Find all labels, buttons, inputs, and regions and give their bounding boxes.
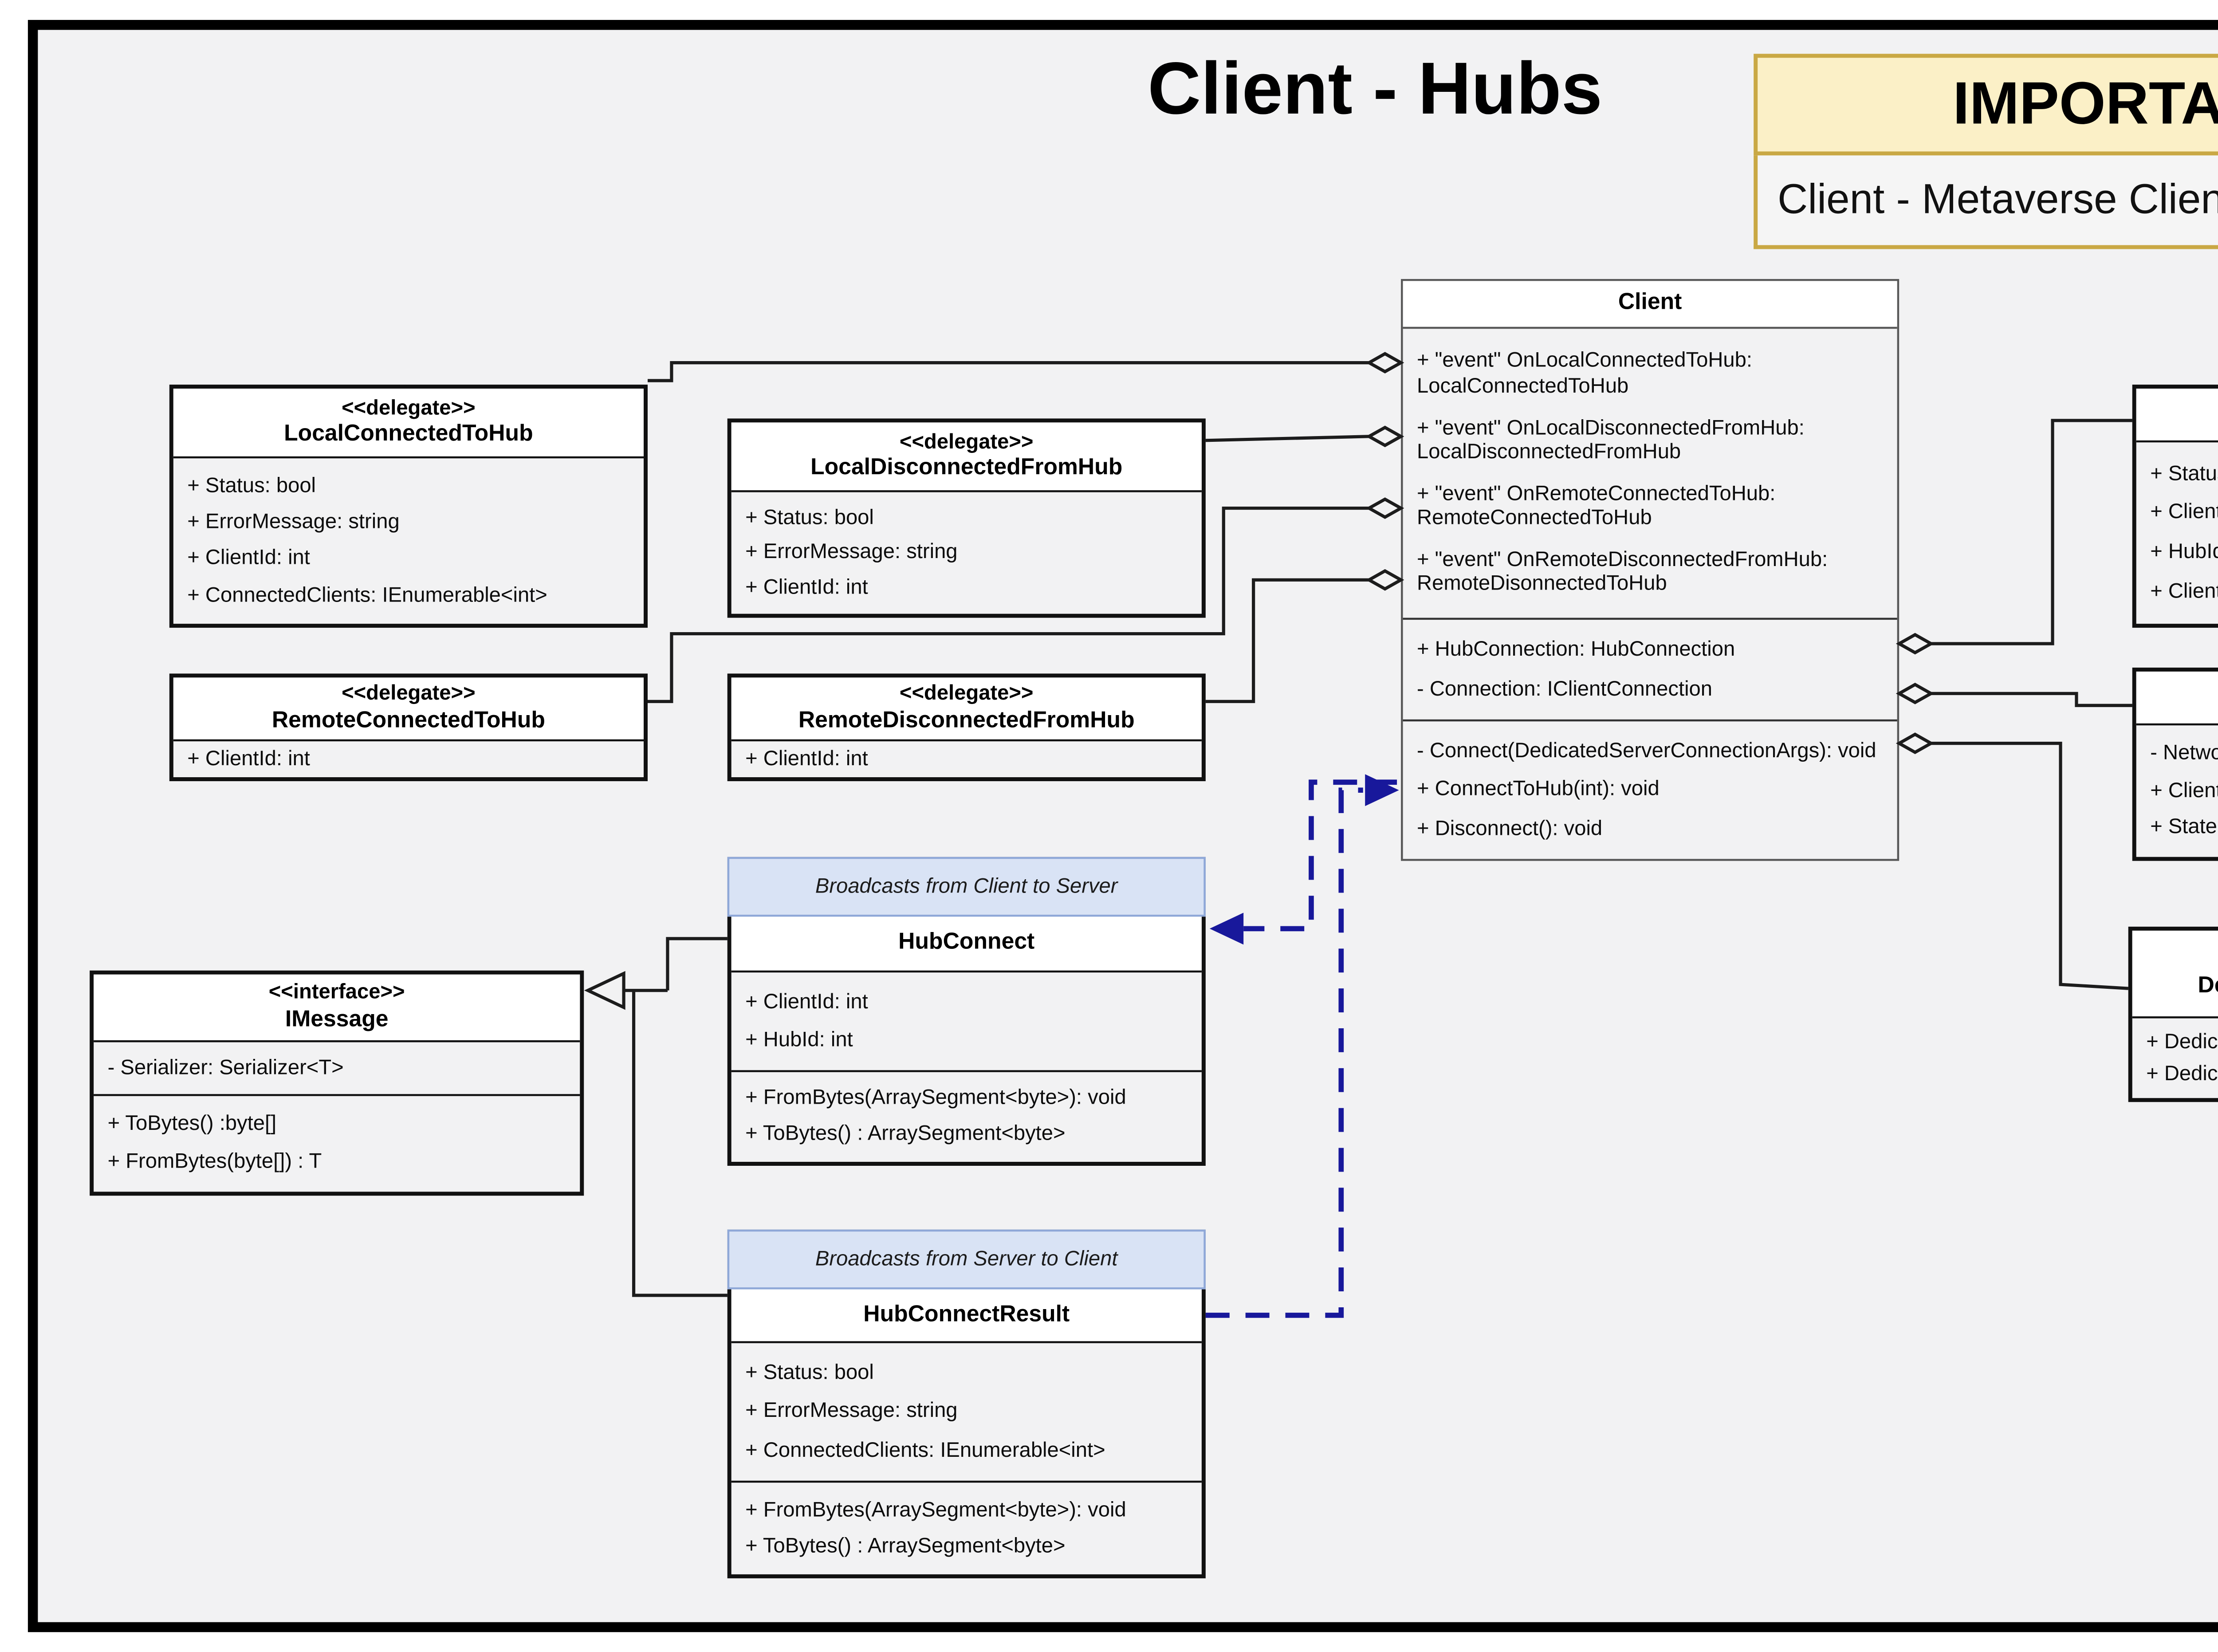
important-note-title: IMPORTANT bbox=[1754, 54, 2218, 156]
class-stereotype: <<delegate>> bbox=[342, 681, 476, 706]
class-methods: + FromBytes(ArraySegment<byte>): void + T… bbox=[731, 1483, 1202, 1574]
interface-fields: - Serializer: Serializer<T> bbox=[94, 1042, 580, 1096]
class-title: RemoteDisconnectedFromHub bbox=[798, 709, 1135, 733]
class-header: <<interface>> IMessage bbox=[94, 974, 580, 1042]
broadcast-banner: Broadcasts from Client to Server bbox=[727, 857, 1206, 917]
member-row: + "event" OnRemoteConnectedToHub: Remote… bbox=[1417, 481, 1776, 531]
class-header: HubConnectResult bbox=[731, 1289, 1202, 1343]
member-row: + Clients: IEnumerable<int> bbox=[2150, 580, 2218, 604]
member-row: + ClientId : int bbox=[2150, 501, 2218, 525]
class-members: + Status: bool + ErrorMessage: string + Cl… bbox=[731, 492, 1202, 614]
class-members: + ClientId: int bbox=[731, 741, 1202, 777]
class-header: HubConnection bbox=[2136, 388, 2218, 443]
member-row: + Disconnect(): void bbox=[1417, 816, 1603, 841]
member-row: + "event" OnLocalDisconnectedFromHub: Lo… bbox=[1417, 415, 1805, 464]
struct-dedicated-server-connection-args[interactable]: <<struct>> DedicatedServerConnectionArgs… bbox=[2128, 926, 2218, 1102]
class-header: <<delegate>> RemoteDisconnectedFromHub bbox=[731, 677, 1202, 742]
member-row: + FromBytes(ArraySegment<byte>): void bbox=[745, 1498, 1126, 1522]
member-row: - Connect(DedicatedServerConnectionArgs)… bbox=[1417, 739, 1876, 763]
member-row: + ClientId: int bbox=[187, 747, 310, 771]
member-row: + DedicatedServerIpAddress: string bbox=[2146, 1030, 2218, 1054]
class-remote-disconnected-from-hub[interactable]: <<delegate>> RemoteDisconnectedFromHub +… bbox=[727, 673, 1206, 781]
class-stereotype: <<delegate>> bbox=[899, 681, 1034, 706]
class-title: HubConnectResult bbox=[863, 1303, 1070, 1327]
class-title: LocalDisconnectedFromHub bbox=[810, 457, 1123, 481]
class-client-methods: - Connect(DedicatedServerConnectionArgs)… bbox=[1403, 721, 1897, 859]
member-row: - Connection: IClientConnection bbox=[1417, 677, 1713, 701]
class-remote-connected-to-hub[interactable]: <<delegate>> RemoteConnectedToHub + Clie… bbox=[169, 673, 648, 781]
member-row: + ConnectedClients: IEnumerable<int> bbox=[187, 583, 547, 607]
member-row: + HubId: int bbox=[2150, 540, 2218, 565]
member-row: + ToBytes() : ArraySegment<byte> bbox=[745, 1122, 1066, 1146]
class-hub-connect-result[interactable]: Broadcasts from Server to Client HubConn… bbox=[727, 1229, 1206, 1578]
class-fields: + Status: bool + ErrorMessage: string + Co… bbox=[731, 1343, 1202, 1483]
member-row: + ClientId: int bbox=[2150, 779, 2218, 803]
member-row: + Status: bool bbox=[187, 474, 316, 498]
member-row: + HubConnection: HubConnection bbox=[1417, 637, 1735, 662]
member-row: + ErrorMessage: string bbox=[745, 1399, 958, 1424]
class-header: <<struct>> DedicatedServerConnectionArgs bbox=[2132, 930, 2218, 1019]
class-header: <<delegate>> LocalConnectedToHub bbox=[173, 388, 644, 459]
important-note-body: Client - Metaverse Client bbox=[1754, 155, 2218, 249]
member-row: - Serializer: Serializer<T> bbox=[107, 1056, 344, 1080]
member-row: + ToBytes() : ArraySegment<byte> bbox=[745, 1534, 1066, 1558]
class-fields: + ClientId: int + HubId: int bbox=[731, 972, 1202, 1072]
class-members: + DedicatedServerIpAddress: string + Dedi… bbox=[2132, 1019, 2218, 1098]
class-local-disconnected-from-hub[interactable]: <<delegate>> LocalDisconnectedFromHub + … bbox=[727, 418, 1206, 618]
interface-imessage[interactable]: <<interface>> IMessage - Serializer: Ser… bbox=[90, 970, 584, 1196]
class-local-connected-to-hub[interactable]: <<delegate>> LocalConnectedToHub + Statu… bbox=[169, 385, 648, 628]
class-client-events: + "event" OnLocalConnectedToHub: LocalCo… bbox=[1403, 329, 1897, 620]
class-client-connection[interactable]: ClientConnection - NetworkConnection: Ne… bbox=[2132, 667, 2218, 861]
member-row: + ErrorMessage: string bbox=[187, 510, 400, 535]
class-methods: + FromBytes(ArraySegment<byte>): void + T… bbox=[731, 1072, 1202, 1162]
class-client[interactable]: Client + "event" OnLocalConnectedToHub: … bbox=[1401, 279, 1899, 861]
class-header: <<delegate>> RemoteConnectedToHub bbox=[173, 677, 644, 742]
important-note[interactable]: IMPORTANT Client - Metaverse Client bbox=[1754, 54, 2218, 249]
member-row: + ToBytes() :byte[] bbox=[107, 1113, 277, 1137]
class-title: DedicatedServerConnectionArgs bbox=[2198, 974, 2218, 999]
member-row: - NetworkConnection: NetworkConnection bbox=[2150, 742, 2218, 766]
class-title: RemoteConnectedToHub bbox=[271, 709, 545, 733]
class-header: <<delegate>> LocalDisconnectedFromHub bbox=[731, 422, 1202, 492]
member-row: + State: ClientConnectionState bbox=[2150, 816, 2218, 840]
member-row: + ClientId: int bbox=[745, 575, 868, 599]
class-title: HubConnect bbox=[898, 932, 1035, 956]
broadcast-banner: Broadcasts from Server to Client bbox=[727, 1229, 1206, 1290]
member-row: + ConnectedClients: IEnumerable<int> bbox=[745, 1438, 1105, 1462]
member-row: + Status: HubConnectionStatus bbox=[2150, 461, 2218, 485]
class-client-fields: + HubConnection: HubConnection - Connecti… bbox=[1403, 620, 1897, 722]
class-title: IMessage bbox=[285, 1008, 389, 1032]
class-client-header: Client bbox=[1403, 281, 1897, 329]
member-row: + ClientId: int bbox=[187, 547, 310, 571]
class-header: ClientConnection bbox=[2136, 671, 2218, 726]
member-row: + ClientId: int bbox=[745, 747, 868, 771]
class-hub-connect[interactable]: Broadcasts from Client to Server HubConn… bbox=[727, 857, 1206, 1166]
class-header: HubConnect bbox=[731, 916, 1202, 973]
class-stereotype: <<interface>> bbox=[268, 980, 405, 1005]
member-row: + ClientId: int bbox=[745, 990, 868, 1014]
class-members: + Status: bool + ErrorMessage: string + Cl… bbox=[173, 458, 644, 624]
class-members: + Status: HubConnectionStatus + ClientId … bbox=[2136, 442, 2218, 624]
class-title: LocalConnectedToHub bbox=[284, 423, 533, 448]
member-row: + ConnectToHub(int): void bbox=[1417, 778, 1660, 802]
interface-methods: + ToBytes() :byte[] + FromBytes(byte[]) :… bbox=[94, 1096, 580, 1192]
member-row: + Status: bool bbox=[745, 506, 874, 530]
member-row: + DedicatedServerPort: string bbox=[2146, 1062, 2218, 1086]
class-title: Client bbox=[1618, 292, 1682, 316]
page-title: Client - Hubs bbox=[1148, 47, 1603, 130]
class-members: + ClientId: int bbox=[173, 741, 644, 777]
class-stereotype: <<delegate>> bbox=[899, 429, 1034, 454]
class-stereotype: <<delegate>> bbox=[342, 396, 476, 420]
member-row: + HubId: int bbox=[745, 1028, 853, 1052]
class-members: - NetworkConnection: NetworkConnection + … bbox=[2136, 725, 2218, 857]
member-row: + ErrorMessage: string bbox=[745, 540, 958, 565]
member-row: + "event" OnRemoteDisconnectedFromHub: R… bbox=[1417, 547, 1828, 597]
member-row: + "event" OnLocalConnectedToHub: LocalCo… bbox=[1417, 349, 1752, 398]
member-row: + FromBytes(ArraySegment<byte>): void bbox=[745, 1087, 1126, 1111]
class-hub-connection[interactable]: HubConnection + Status: HubConnectionSta… bbox=[2132, 385, 2218, 628]
member-row: + FromBytes(byte[]) : T bbox=[107, 1150, 322, 1174]
member-row: + Status: bool bbox=[745, 1361, 874, 1385]
